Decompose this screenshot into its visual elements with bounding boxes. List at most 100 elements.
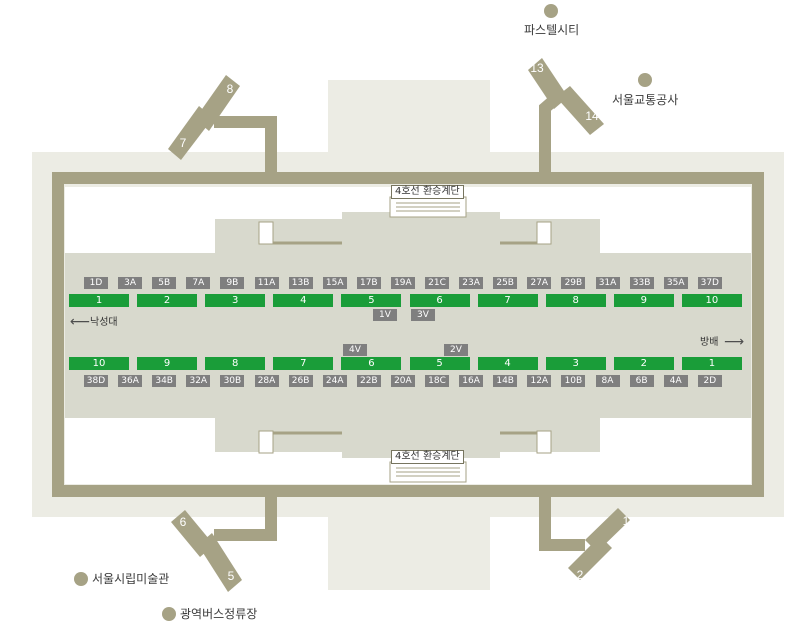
seoul-museum-marker	[74, 572, 88, 586]
door-bottom: 38D	[84, 375, 108, 387]
stair-upper-left	[258, 221, 274, 245]
door-bottom: 10B	[561, 375, 586, 387]
door-top: 5B	[152, 277, 177, 289]
door-top: 1D	[84, 277, 108, 289]
car-top: 1	[69, 294, 129, 307]
car-bottom: 9	[137, 357, 198, 370]
door-bottom: 2D	[697, 375, 722, 387]
door-4v: 4V	[343, 344, 367, 356]
door-2v: 2V	[444, 344, 468, 356]
car-bottom: 5	[409, 357, 470, 370]
concourse-south-extension	[328, 510, 490, 590]
door-top: 19A	[390, 277, 415, 289]
door-top: 25B	[493, 277, 518, 289]
stair-lower-right	[536, 430, 552, 454]
exit-1-number[interactable]: 1	[622, 514, 630, 528]
exit-7-number[interactable]: 7	[179, 136, 187, 150]
door-top: 3A	[118, 277, 143, 289]
car-bottom: 10	[69, 357, 129, 370]
door-bottom: 6B	[629, 375, 654, 387]
door-bottom: 20A	[390, 375, 415, 387]
arrow-right-icon: ⟶	[724, 334, 745, 350]
door-bottom: 4A	[663, 375, 688, 387]
door-bottom: 34B	[152, 375, 177, 387]
car-bottom: 7	[273, 357, 334, 370]
car-bottom: 2	[613, 357, 674, 370]
car-bottom: 4	[477, 357, 538, 370]
door-bottom: 16A	[459, 375, 484, 387]
pastel-city-marker	[544, 4, 558, 18]
car-top: 8	[545, 294, 606, 307]
corridor-exit-7-8	[214, 116, 277, 178]
car-top: 3	[205, 294, 266, 307]
exit-2-arm	[568, 536, 612, 580]
exit-14-number[interactable]: 14	[585, 109, 599, 123]
door-1v: 1V	[373, 309, 397, 321]
transfer-stair-top-label: 4호선 환승계단	[391, 185, 464, 199]
corridor-exit-1-2	[539, 491, 585, 551]
car-top: 4	[273, 294, 334, 307]
door-top: 7A	[186, 277, 211, 289]
door-top: 17B	[356, 277, 381, 289]
metro-bus-stop-marker	[162, 607, 176, 621]
door-bottom: 26B	[288, 375, 313, 387]
door-top: 21C	[425, 277, 449, 289]
seoul-museum-label: 서울시립미술관	[92, 572, 170, 586]
door-top: 23A	[459, 277, 484, 289]
door-top: 29B	[561, 277, 586, 289]
exit-7-arm	[168, 106, 213, 160]
door-bottom: 28A	[254, 375, 279, 387]
platform-lower-block	[215, 418, 600, 452]
door-top: 31A	[595, 277, 620, 289]
seoul-transport-corp-marker	[638, 73, 652, 87]
car-top: 6	[409, 294, 470, 307]
stair-upper-right	[536, 221, 552, 245]
door-top: 15A	[322, 277, 347, 289]
metro-bus-stop-label: 광역버스정류장	[180, 607, 258, 621]
door-bottom: 18C	[425, 375, 449, 387]
door-top: 37D	[697, 277, 722, 289]
exit-8-number[interactable]: 8	[226, 82, 234, 96]
car-top: 10	[681, 294, 742, 307]
door-bottom: 14B	[493, 375, 518, 387]
seoul-transport-corp-label: 서울교통공사	[612, 93, 679, 107]
exit-5-number[interactable]: 5	[227, 569, 235, 583]
direction-west-label: 낙성대	[90, 317, 118, 328]
direction-east-label: 방배	[700, 337, 719, 348]
door-top: 11A	[254, 277, 279, 289]
exit-2-number[interactable]: 2	[576, 568, 584, 582]
door-top: 27A	[527, 277, 552, 289]
transfer-stair-bottom-label: 4호선 환승계단	[391, 450, 464, 464]
concourse-north-extension	[328, 80, 490, 160]
door-bottom: 8A	[595, 375, 620, 387]
exit-6-number[interactable]: 6	[179, 515, 187, 529]
arrow-left-icon: ⟵	[70, 314, 91, 330]
car-top: 2	[137, 294, 198, 307]
exit-13-number[interactable]: 13	[530, 61, 544, 75]
car-top: 9	[613, 294, 674, 307]
door-bottom: 22B	[356, 375, 381, 387]
door-bottom: 30B	[220, 375, 245, 387]
stair-lower-left	[258, 430, 274, 454]
car-bottom: 1	[681, 357, 742, 370]
pastel-city-label: 파스텔시티	[524, 23, 580, 37]
car-bottom: 3	[545, 357, 606, 370]
door-top: 9B	[220, 277, 245, 289]
door-top: 35A	[663, 277, 688, 289]
car-bottom: 8	[205, 357, 266, 370]
car-top: 5	[341, 294, 402, 307]
corridor-ring	[52, 172, 764, 497]
door-3v: 3V	[411, 309, 435, 321]
platform-upper-block	[215, 219, 600, 253]
exit-14-arm	[556, 86, 604, 135]
door-bottom: 12A	[527, 375, 552, 387]
exit-5-arm	[198, 533, 242, 592]
corridor-exit-5-6	[214, 491, 277, 541]
door-top: 13B	[288, 277, 313, 289]
car-top: 7	[477, 294, 538, 307]
car-bottom: 6	[341, 357, 402, 370]
door-bottom: 24A	[322, 375, 347, 387]
door-bottom: 36A	[118, 375, 143, 387]
door-bottom: 32A	[186, 375, 211, 387]
